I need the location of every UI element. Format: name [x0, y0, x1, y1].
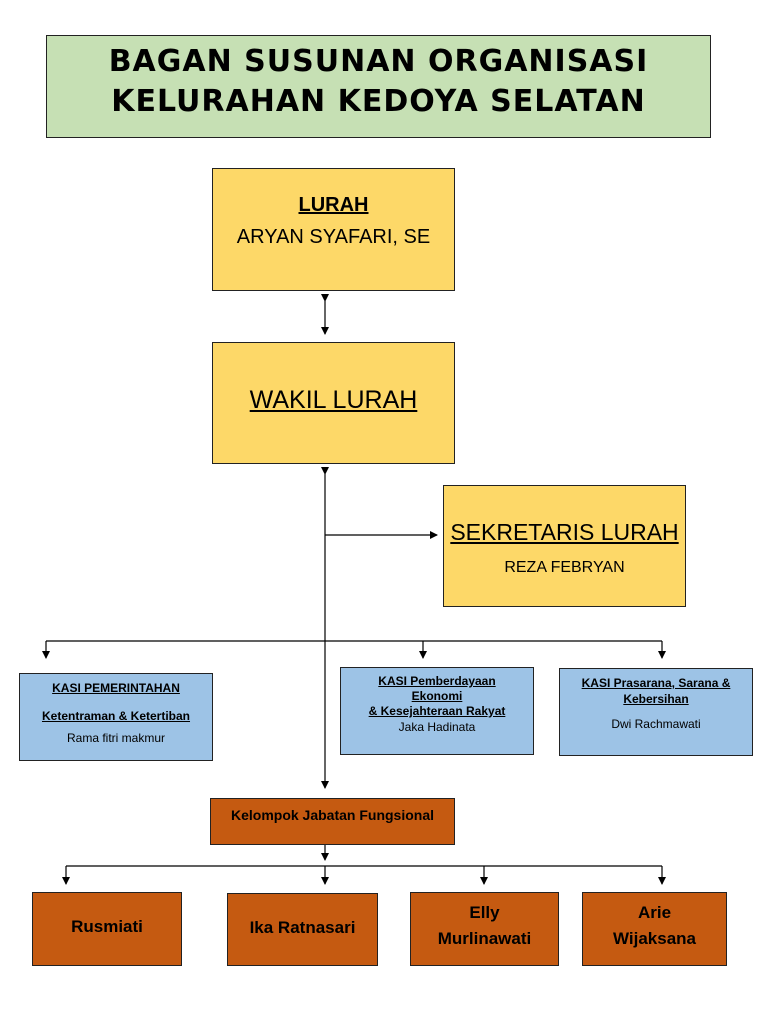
chart-title-line2: KELURAHAN KEDOYA SELATAN	[111, 84, 646, 119]
kasi-pemberdayaan-box: KASI Pemberdayaan Ekonomi & Kesejahteraa…	[340, 667, 534, 755]
kasi-1-title: KASI PEMERINTAHAN	[52, 681, 180, 695]
staff-box-elly-murlinawati: Elly Murlinawati	[410, 892, 559, 966]
staff-4-name-line2: Wijaksana	[613, 929, 696, 948]
wakil-lurah-position: WAKIL LURAH	[249, 386, 418, 414]
chart-title: BAGAN SUSUNAN ORGANISASI KELURAHAN KEDOY…	[46, 35, 711, 138]
staff-box-rusmiati: Rusmiati	[32, 892, 182, 966]
kasi-prasarana-box: KASI Prasarana, Sarana & Kebersihan Dwi …	[559, 668, 753, 756]
kasi-3-title: KASI Prasarana, Sarana &	[581, 676, 731, 690]
lurah-position: LURAH	[298, 194, 369, 216]
kasi-3-subtitle: Kebersihan	[623, 692, 689, 706]
staff-box-ika-ratnasari: Ika Ratnasari	[227, 893, 378, 966]
lurah-box: LURAH ARYAN SYAFARI, SE	[212, 168, 455, 291]
sekretaris-box: SEKRETARIS LURAH REZA FEBRYAN	[443, 485, 686, 607]
lurah-name: ARYAN SYAFARI, SE	[236, 226, 431, 248]
kasi-2-subtitle-2: & Kesejahteraan Rakyat	[368, 704, 506, 718]
fungsional-label: Kelompok Jabatan Fungsional	[230, 807, 435, 823]
wakil-lurah-box: WAKIL LURAH	[212, 342, 455, 464]
kasi-1-name: Rama fitri makmur	[66, 731, 165, 745]
kasi-1-subtitle: Ketentraman & Ketertiban	[41, 709, 191, 723]
chart-title-line1: BAGAN SUSUNAN ORGANISASI	[108, 44, 649, 79]
staff-box-arie-wijaksana: Arie Wijaksana	[582, 892, 727, 966]
kasi-2-subtitle: Ekonomi	[411, 689, 463, 703]
staff-3-name-line2: Murlinawati	[437, 929, 532, 948]
kasi-2-title: KASI Pemberdayaan	[378, 674, 496, 688]
staff-1-name: Rusmiati	[71, 917, 143, 936]
sekretaris-name: REZA FEBRYAN	[504, 559, 625, 576]
staff-4-name-line1: Arie	[637, 903, 672, 922]
staff-3-name-line1: Elly	[469, 903, 500, 922]
kasi-pemerintahan-box: KASI PEMERINTAHAN Ketentraman & Ketertib…	[19, 673, 213, 761]
sekretaris-position: SEKRETARIS LURAH	[450, 519, 679, 545]
kasi-2-name: Jaka Hadinata	[398, 720, 476, 734]
fungsional-box: Kelompok Jabatan Fungsional	[210, 798, 455, 845]
kasi-3-name: Dwi Rachmawati	[611, 717, 701, 731]
staff-2-name: Ika Ratnasari	[249, 918, 356, 937]
